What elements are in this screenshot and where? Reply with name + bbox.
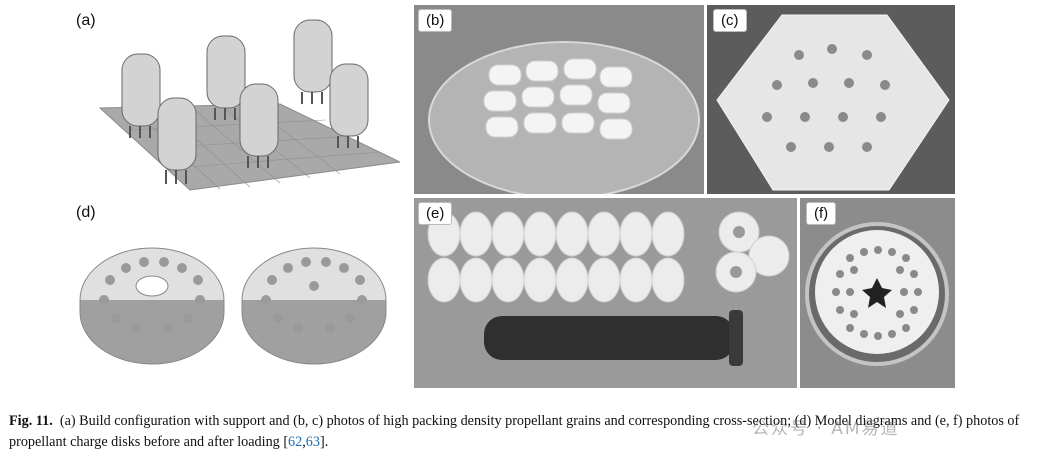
panel-a: (a): [70, 8, 400, 194]
panel-b-label: (b): [418, 9, 453, 32]
panel-f-photo: (f): [800, 198, 955, 388]
panel-c-label: (c): [713, 9, 747, 32]
panel-d-label: (d): [76, 204, 96, 221]
reference-link-63[interactable]: 63: [305, 434, 320, 450]
panel-a-label: (a): [76, 12, 96, 29]
panel-f-label: (f): [806, 202, 837, 225]
reference-link-62[interactable]: 62: [288, 434, 303, 450]
panel-e-photo: (e): [414, 198, 797, 388]
caption-end: ].: [319, 434, 329, 450]
panel-d: (d): [70, 200, 405, 390]
watermark-text: 公众号 · AM易道: [752, 419, 900, 439]
build-configuration-model: [98, 19, 400, 191]
panel-b-photo: (b): [414, 5, 704, 194]
disk-model-diagrams: [79, 247, 387, 365]
figure-label: Fig. 11.: [9, 413, 53, 429]
panel-c-photo: (c): [707, 5, 955, 194]
panel-e-label: (e): [418, 202, 453, 225]
reference-separator: ,: [302, 434, 306, 450]
caption-text: (a) Build configuration with support and…: [9, 413, 1020, 450]
figure-caption: Fig. 11. (a) Build configuration with su…: [9, 411, 1034, 453]
